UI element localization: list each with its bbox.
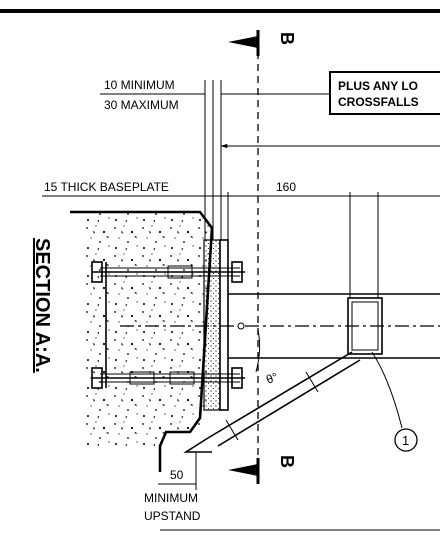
section-title: SECTION A:A. bbox=[31, 238, 53, 373]
upstand-width-label: 50 bbox=[170, 468, 184, 482]
offset-label: 160 bbox=[276, 180, 296, 194]
centre-point bbox=[237, 322, 245, 330]
callout-leader bbox=[371, 351, 403, 429]
diagonal-brace bbox=[183, 351, 361, 453]
callout-circle bbox=[394, 428, 418, 452]
section-arrow-top bbox=[228, 30, 260, 56]
anchor-bolt-lower bbox=[91, 367, 245, 389]
angle-label: θ° bbox=[264, 370, 280, 387]
note-box bbox=[329, 71, 440, 115]
min-clearance-label: 10 MINIMUM bbox=[104, 78, 175, 92]
upstand-label-2: UPSTAND bbox=[144, 509, 201, 523]
concrete-wall bbox=[86, 212, 210, 446]
section-marker-bottom: B bbox=[277, 455, 297, 468]
grout-bed bbox=[203, 239, 221, 411]
section-marker-top: B bbox=[277, 32, 297, 45]
note-line-2: CROSSFALLS bbox=[338, 95, 419, 109]
baseplate-label: 15 THICK BASEPLATE bbox=[44, 180, 169, 194]
upstand-label-1: MINIMUM bbox=[144, 491, 198, 505]
anchor-bolt-upper bbox=[91, 261, 245, 283]
baseplate bbox=[219, 239, 229, 411]
wall-edge bbox=[70, 210, 214, 472]
section-arrow-bottom bbox=[228, 458, 260, 484]
max-clearance-label: 30 MAXIMUM bbox=[104, 98, 179, 112]
callout-number: 1 bbox=[402, 433, 409, 448]
note-line-1: PLUS ANY LO bbox=[338, 79, 418, 93]
